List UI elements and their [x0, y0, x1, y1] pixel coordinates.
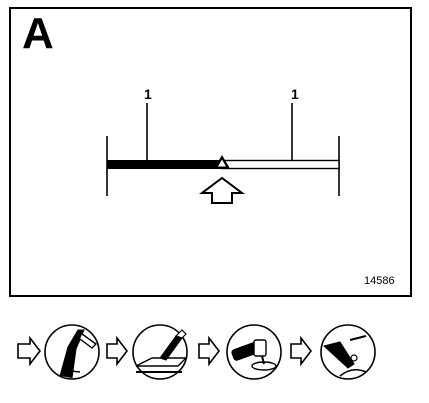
- cleaning-icon: [320, 324, 376, 380]
- chisel-icon: [132, 324, 188, 380]
- label-1-right: 1: [291, 86, 299, 102]
- figure-number: 14586: [364, 275, 395, 287]
- step-arrow-1: [17, 335, 42, 367]
- hollow-up-arrow-icon: [199, 176, 245, 204]
- figure-frame: [9, 7, 412, 297]
- step-arrow-2: [106, 335, 129, 367]
- grinder-icon: [226, 324, 282, 380]
- step-arrow-4: [290, 335, 313, 367]
- panel-letter: A: [22, 9, 54, 58]
- band-black-section: [107, 160, 222, 169]
- band-white-section: [221, 159, 340, 170]
- cutting-tool-icon: [44, 324, 100, 380]
- step-arrow-3: [198, 335, 221, 367]
- label-1-left: 1: [144, 86, 152, 102]
